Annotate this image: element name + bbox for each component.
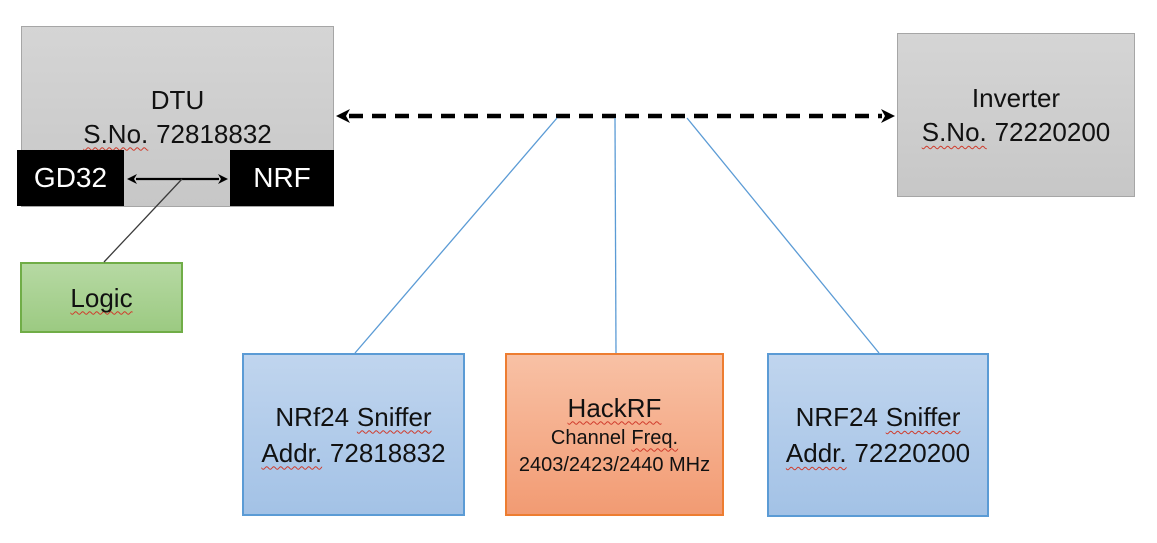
sniffer-left-addr-line: Addr.72818832 xyxy=(261,435,445,471)
inverter-serial-number: 72220200 xyxy=(994,117,1111,147)
gd32-label: GD32 xyxy=(33,162,108,193)
inverter-box: Inverter S.No.72220200 xyxy=(897,33,1135,197)
sniffer-right-title-word: Sniffer xyxy=(885,402,961,432)
sniffer-left-addr-number: 72818832 xyxy=(329,437,446,468)
tap-line-hackrf xyxy=(614,117,617,354)
sniffer-left-title-word: Sniffer xyxy=(356,401,432,432)
inverter-serial-label: S.No. xyxy=(921,117,987,147)
sniffer-right-addr-number: 72220200 xyxy=(854,438,971,468)
hackrf-channel-word: Channel xyxy=(550,426,626,449)
nrf-box: NRF xyxy=(230,150,334,206)
tap-line-sniffer-right xyxy=(686,117,880,354)
dtu-serial-number: 72818832 xyxy=(156,118,272,149)
sniffer-right-addr-label: Addr. xyxy=(785,438,847,468)
sniffer-left-addr-label: Addr. xyxy=(261,437,323,468)
hackrf-title: HackRF xyxy=(567,392,662,423)
dtu-serial-label: S.No. xyxy=(83,118,149,149)
dtu-title: DTU xyxy=(150,84,205,115)
gd32-box: GD32 xyxy=(17,150,124,206)
dtu-serial-line: S.No.72818832 xyxy=(83,117,272,151)
inverter-serial-line: S.No.72220200 xyxy=(922,115,1111,149)
nrf-label: NRF xyxy=(253,162,311,193)
inverter-title: Inverter xyxy=(971,83,1061,113)
sniffer-left-title-prefix: NRf24 xyxy=(275,401,350,432)
sniffer-right-title-prefix: NRF24 xyxy=(795,402,878,432)
logic-label: Logic xyxy=(70,282,133,313)
tap-line-sniffer-left xyxy=(354,117,558,354)
sniffer-right-addr-line: Addr.72220200 xyxy=(786,435,970,471)
hackrf-frequencies: 2403/2423/2440 MHz xyxy=(518,453,711,476)
hackrf-freq-word: Freq. xyxy=(631,426,679,449)
logic-box: Logic xyxy=(20,262,183,333)
